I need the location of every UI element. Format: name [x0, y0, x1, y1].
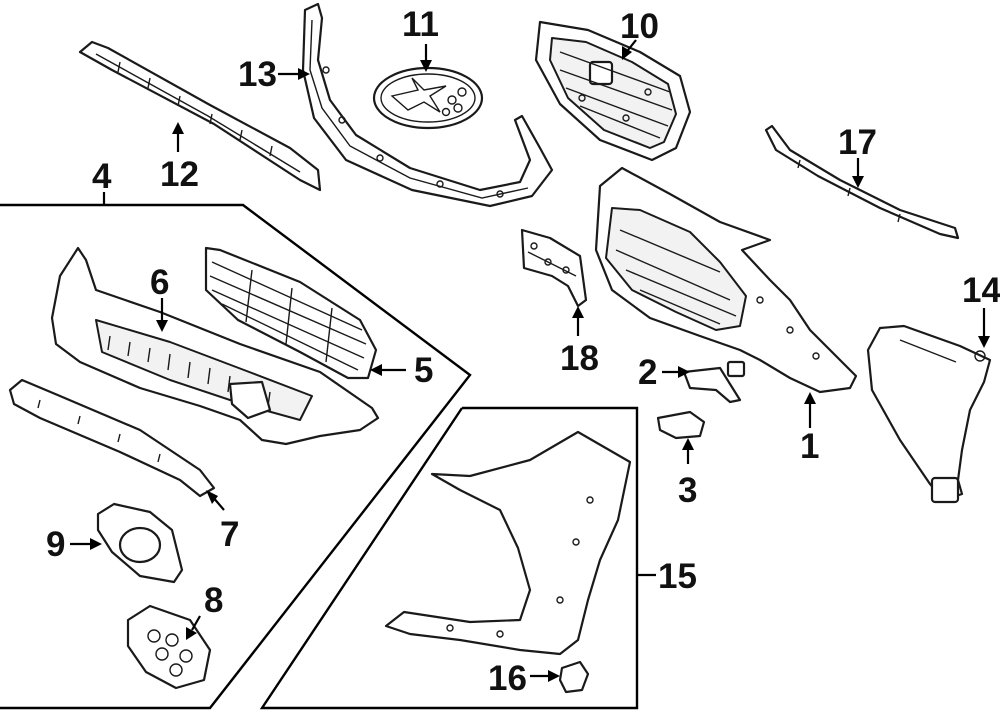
part-8-lamp-cover	[126, 604, 212, 690]
callout-15: 15	[658, 557, 697, 596]
part-13-grille-trim	[301, 2, 554, 208]
part-15-side-fascia	[384, 430, 632, 656]
part-14-side-bracket	[866, 324, 992, 504]
svg-text:12: 12	[160, 155, 199, 194]
callout-12: 12	[160, 122, 199, 194]
callout-9: 9	[46, 525, 102, 564]
callout-7: 7	[206, 490, 239, 554]
svg-text:7: 7	[220, 515, 239, 554]
part-11-emblem	[372, 66, 484, 130]
svg-text:1: 1	[800, 427, 819, 466]
svg-text:9: 9	[46, 525, 65, 564]
callout-1: 1	[800, 392, 819, 466]
part-16-clip	[558, 660, 590, 694]
svg-text:15: 15	[658, 557, 697, 596]
part-1-bumper-cover	[594, 166, 858, 394]
part-12-upper-molding	[78, 40, 322, 192]
callout-5: 5	[370, 351, 433, 390]
part-6-lower-bumper	[50, 246, 380, 446]
callout-18: 18	[560, 306, 599, 378]
callout-17: 17	[838, 123, 877, 188]
callout-13: 13	[238, 55, 310, 94]
callout-10: 10	[620, 7, 659, 60]
svg-text:5: 5	[414, 351, 433, 390]
callout-16: 16	[488, 659, 560, 698]
callout-11: 11	[402, 5, 439, 72]
part-17-side-strip	[764, 124, 960, 240]
svg-text:2: 2	[638, 353, 657, 392]
callout-3: 3	[678, 438, 697, 510]
callout-14: 14	[962, 271, 1000, 348]
svg-text:14: 14	[962, 271, 1000, 310]
svg-text:3: 3	[678, 471, 697, 510]
group-frame-15	[259, 406, 656, 710]
svg-text:17: 17	[838, 123, 877, 162]
svg-text:13: 13	[238, 55, 277, 94]
callout-2: 2	[638, 353, 690, 392]
svg-text:11: 11	[402, 5, 439, 44]
svg-text:4: 4	[92, 157, 112, 196]
part-5-lower-grille	[204, 246, 378, 380]
part-9-fog-bezel	[96, 502, 184, 584]
part-10-upper-grille	[534, 20, 692, 162]
svg-text:10: 10	[620, 7, 659, 46]
callout-4: 4	[92, 157, 112, 196]
part-3-cap	[656, 410, 706, 440]
callout-6: 6	[150, 263, 169, 332]
callout-8: 8	[186, 581, 223, 640]
part-2-cap	[682, 366, 742, 404]
svg-text:18: 18	[560, 339, 599, 378]
svg-text:8: 8	[204, 581, 223, 620]
svg-text:16: 16	[488, 659, 527, 698]
svg-text:6: 6	[150, 263, 169, 302]
part-18-bracket	[520, 228, 588, 308]
group-frame-4	[0, 192, 472, 710]
